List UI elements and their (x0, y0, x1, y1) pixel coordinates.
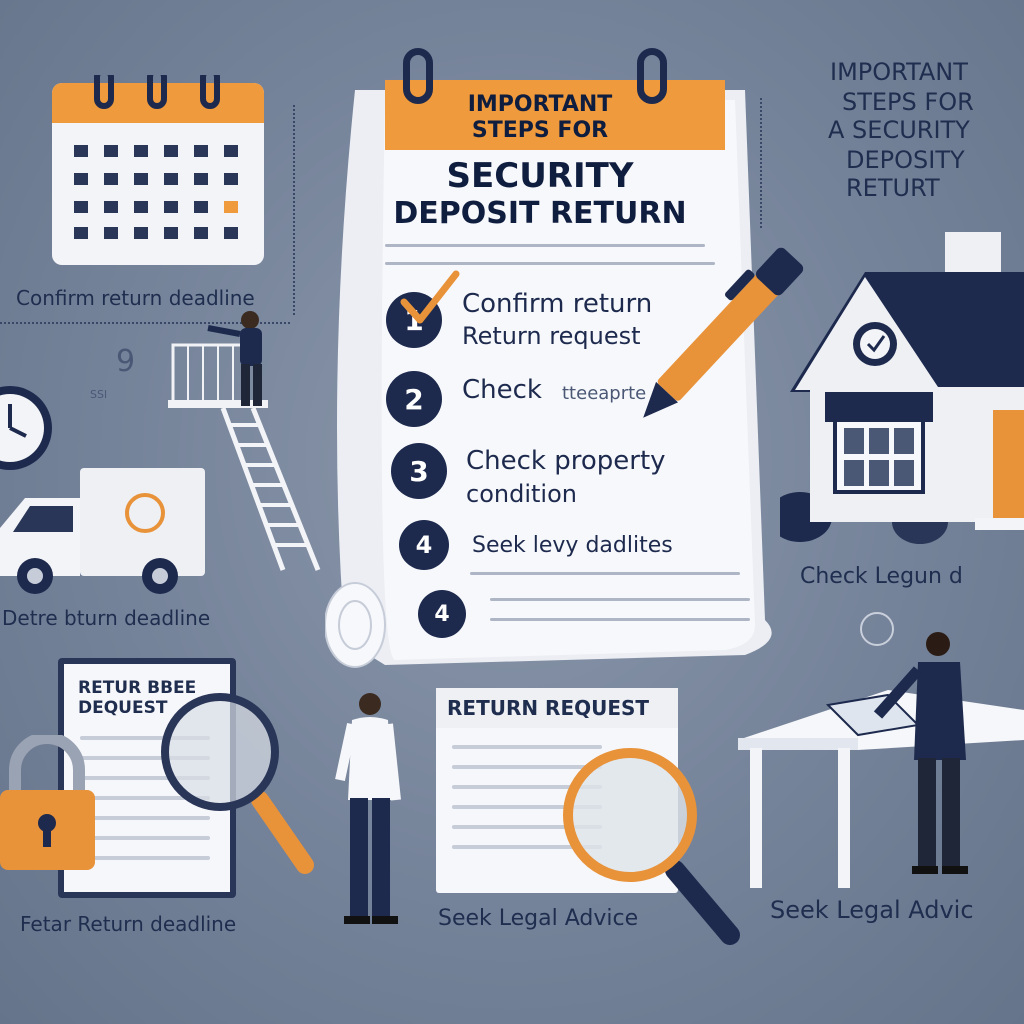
step-2-line2: tteeaprte (562, 383, 647, 404)
house-caption: Check Legun d (800, 564, 963, 589)
step-5-number: 4 (418, 590, 466, 638)
top-right-heading-5: RETURT (846, 174, 940, 202)
calendar-caption: Confirm return deadline (16, 286, 255, 310)
magnifier-icon (555, 740, 755, 950)
top-right-heading-1: IMPORTANT (830, 58, 968, 86)
step-5-line (490, 618, 750, 621)
lock-icon (0, 732, 100, 875)
house-illustration (768, 232, 1024, 552)
doc-line (452, 745, 602, 749)
ring-right-icon (637, 48, 667, 104)
top-right-heading-3: A SECURITY (828, 116, 970, 144)
doc-line (80, 796, 210, 800)
step-2-line1: Check (462, 375, 542, 405)
doc-line (80, 776, 210, 780)
notepad-title-line4: DEPOSIT RETURN (393, 196, 687, 231)
document-left-title-2: DEQUEST (78, 698, 168, 718)
step-3-line2: condition (466, 480, 577, 508)
return-request-header-bg (436, 688, 678, 728)
connector-line (760, 98, 764, 228)
ladder-illustration (168, 300, 338, 580)
document-left-title-1: RETUR BBEE (78, 678, 197, 698)
step-3-line1: Check property (466, 446, 666, 476)
pen-icon (600, 210, 850, 450)
small-circle-icon (860, 612, 894, 646)
notepad-title-line1: IMPORTANT (467, 92, 613, 117)
small-label: SSl (90, 388, 108, 401)
return-request-title: RETURN REQUEST (447, 696, 650, 720)
top-right-heading-4: DEPOSITY (846, 146, 965, 174)
doc-line (452, 765, 602, 769)
desk-illustration (738, 630, 1024, 890)
doc-line (80, 856, 210, 860)
notepad-title-line2: STEPS FOR (471, 118, 609, 143)
ring-left-icon (403, 48, 433, 104)
doc-line (80, 816, 210, 820)
seek-advice-center-caption: Seek Legal Advice (438, 906, 639, 931)
doc-line (80, 736, 210, 740)
doc-line (452, 845, 602, 849)
small-nine: 9 (116, 344, 136, 379)
title-divider (385, 244, 705, 247)
top-right-heading-2: STEPS FOR (842, 88, 974, 116)
doc-line (452, 785, 602, 789)
connector-line (293, 105, 297, 315)
title-divider (385, 262, 715, 265)
step-3-number: 3 (391, 443, 447, 499)
doc-line (452, 805, 602, 809)
truck-illustration (0, 468, 210, 598)
calendar-illustration (52, 67, 264, 265)
magnifier-icon (160, 690, 320, 880)
document-left-caption: Fetar Return deadline (20, 912, 237, 936)
doc-line (80, 756, 210, 760)
step-5-line (490, 598, 750, 601)
seek-advice-right-caption: Seek Legal Advic (770, 896, 974, 924)
truck-caption: Detre bturn deadline (2, 606, 211, 630)
clock-illustration (0, 380, 58, 476)
checkmark-icon (398, 268, 462, 332)
notepad-title-line3: SECURITY (446, 156, 634, 196)
doc-line (80, 836, 210, 840)
person-standing-center (330, 690, 410, 930)
step-1-line1: Confirm return (462, 289, 653, 319)
connector-line (0, 322, 290, 326)
step-1-line2: Return request (462, 322, 641, 350)
notepad-paper (324, 80, 775, 670)
step-4-number: 4 (399, 520, 449, 570)
doc-line (452, 825, 602, 829)
step-4-underline (470, 572, 740, 575)
step-2-number: 2 (386, 371, 442, 427)
step-4-line1: Seek levy dadlites (472, 533, 673, 558)
